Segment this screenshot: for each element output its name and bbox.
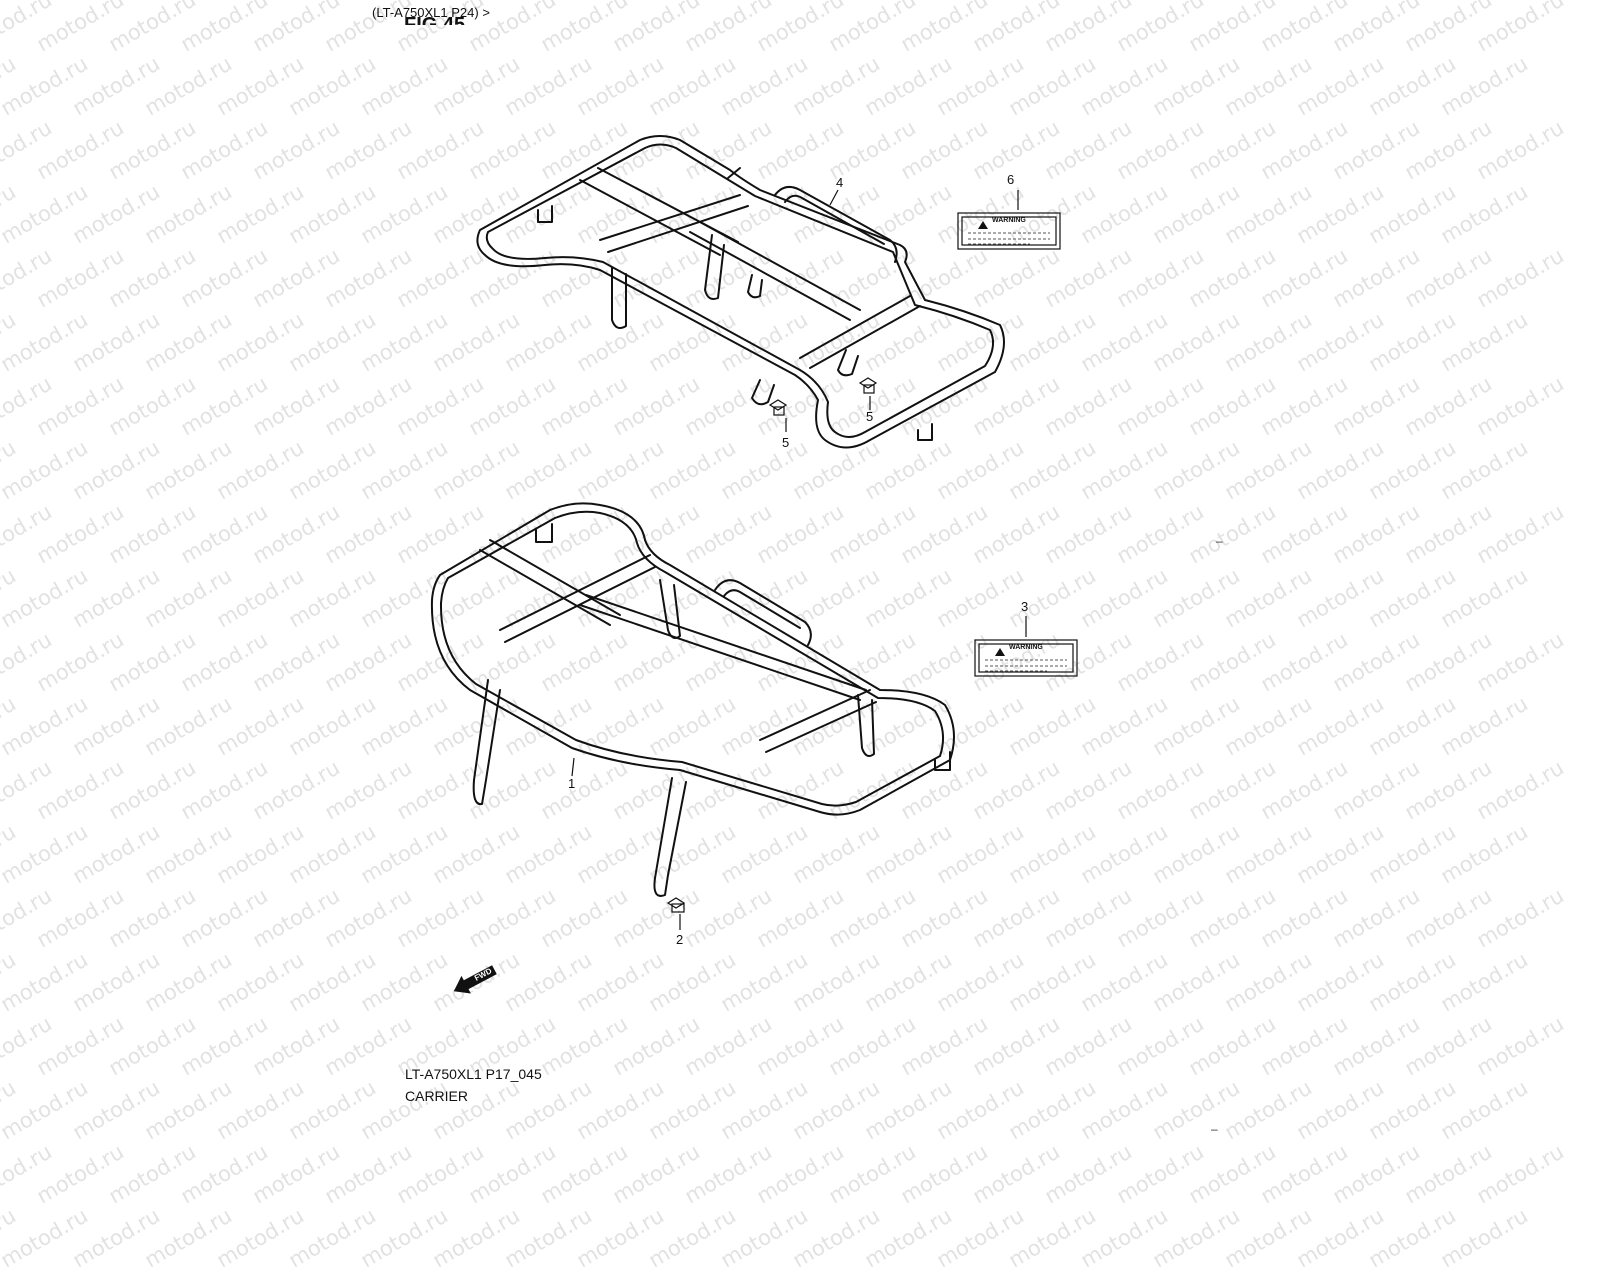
- watermark-text: motod.ru: [1364, 1203, 1460, 1272]
- watermark-text: motod.ru: [0, 1203, 20, 1272]
- stray-dash-mark: –: [1211, 1122, 1218, 1136]
- watermark-text: motod.ru: [1148, 1203, 1244, 1272]
- diagram-code: LT-A750XL1 P17_045: [405, 1066, 542, 1082]
- watermark-text: motod.ru: [1436, 1203, 1532, 1272]
- warning-label-6: [957, 190, 1061, 250]
- watermark-text: motod.ru: [1220, 1203, 1316, 1272]
- watermark-text: motod.ru: [0, 1203, 92, 1272]
- watermark-text: motod.ru: [572, 1203, 668, 1272]
- callout-part-1: 1: [568, 776, 576, 791]
- front-carrier-drawing: [430, 502, 955, 930]
- stray-dash-mark: –: [1216, 534, 1223, 548]
- watermark-text: motod.ru: [212, 1203, 308, 1272]
- figure-number: FIG.45: [404, 14, 466, 25]
- watermark-text: motod.ru: [1076, 1203, 1172, 1272]
- bolt-rear-right: [858, 377, 878, 394]
- callout-part-4: 4: [836, 175, 844, 190]
- callout-part-5-right: 5: [866, 409, 874, 424]
- watermark-text: motod.ru: [716, 1203, 812, 1272]
- bolt-rear-left: [768, 399, 788, 416]
- callout-part-3: 3: [1021, 599, 1029, 614]
- watermark-text: motod.ru: [860, 1203, 956, 1272]
- fwd-arrow-icon: [453, 965, 497, 994]
- watermark-text: motod.ru: [356, 1203, 452, 1272]
- carrier-diagram: [430, 135, 1078, 994]
- model-reference: (LT-A750XL1 P24) >: [372, 5, 490, 20]
- watermark-text: motod.ru: [1292, 1203, 1388, 1272]
- watermark-text: motod.ru: [140, 1203, 236, 1272]
- watermark-text: motod.ru: [428, 1203, 524, 1272]
- warning-label-3-text: WARNING: [1009, 644, 1043, 651]
- callout-part-6: 6: [1007, 172, 1015, 187]
- watermark-text: motod.ru: [500, 1203, 596, 1272]
- watermark-text: motod.ru: [284, 1203, 380, 1272]
- watermark-text: motod.ru: [644, 1203, 740, 1272]
- watermark-text: motod.ru: [932, 1203, 1028, 1272]
- watermark-text: motod.ru: [68, 1203, 164, 1272]
- rear-carrier-drawing: [476, 135, 1005, 449]
- warning-label-6-text: WARNING: [992, 217, 1026, 224]
- diagram-title: CARRIER: [405, 1088, 469, 1104]
- callout-part-2: 2: [676, 932, 684, 947]
- warning-label-3: [974, 616, 1078, 677]
- bolt-front: [666, 897, 686, 913]
- watermark-text: motod.ru: [1004, 1203, 1100, 1272]
- callout-part-5-left: 5: [782, 435, 790, 450]
- watermark-text: motod.ru: [788, 1203, 884, 1272]
